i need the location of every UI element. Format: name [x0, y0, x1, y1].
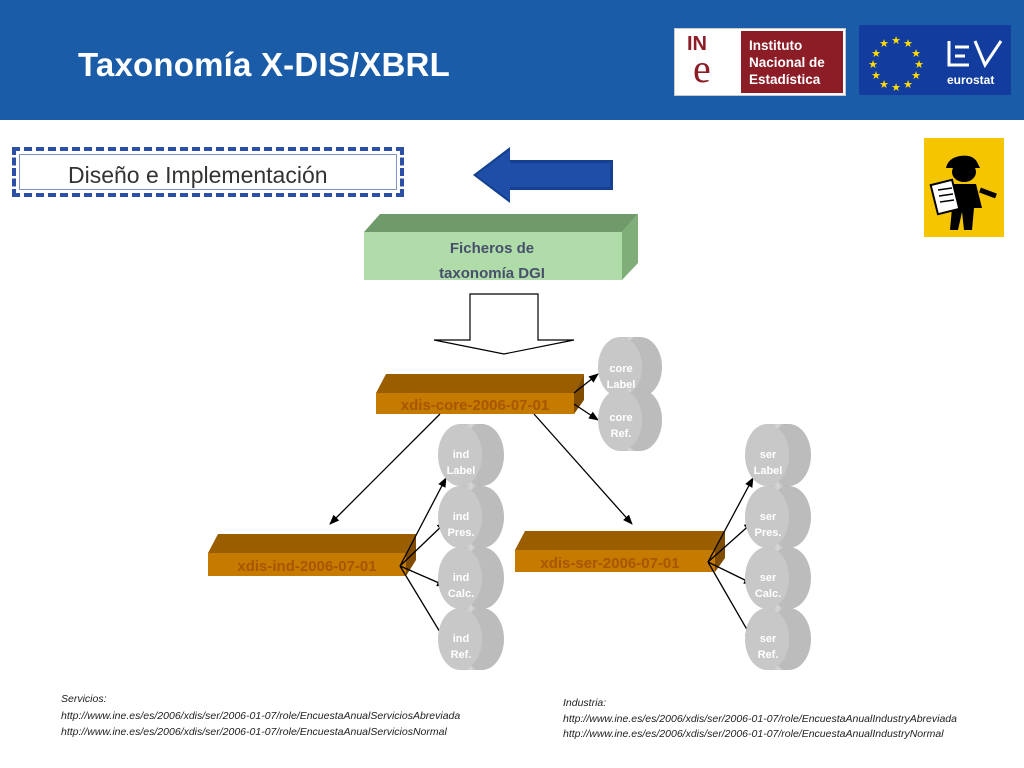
svg-text:★: ★: [868, 59, 878, 71]
industria-label: Industria:: [563, 697, 607, 709]
industria-url-abreviada[interactable]: http://www.ine.es/es/2006/xdis/ser/2006-…: [563, 712, 957, 725]
core-file-cylinders: [598, 337, 662, 451]
servicios-url-abreviada[interactable]: http://www.ine.es/es/2006/xdis/ser/2006-…: [61, 709, 461, 722]
svg-text:★: ★: [871, 70, 881, 82]
header-bar: Taxonomía X-DIS/XBRL IN e Instituto Naci…: [0, 0, 1024, 120]
connector-arrows: [329, 373, 754, 643]
eurostat-logo: ★ ★ ★ ★ ★ ★ ★ ★ ★ ★ ★ ★ eurostat: [859, 25, 1011, 95]
svg-text:★: ★: [911, 48, 921, 60]
servicios-label: Servicios:: [61, 693, 107, 705]
core-taxonomy-bar: [376, 374, 584, 414]
servicios-url-normal[interactable]: http://www.ine.es/es/2006/xdis/ser/2006-…: [61, 726, 447, 738]
slide-title: Taxonomía X-DIS/XBRL: [78, 46, 450, 83]
source-files-label: Ficheros de taxonomía DGI: [439, 240, 545, 282]
svg-text:★: ★: [871, 48, 881, 60]
industria-url-normal[interactable]: http://www.ine.es/es/2006/xdis/ser/2006-…: [563, 728, 944, 740]
core-taxonomy-label: xdis-core-2006-07-01: [400, 397, 550, 414]
svg-text:★: ★: [879, 79, 889, 91]
eurostat-wordmark: eurostat: [947, 73, 995, 87]
svg-text:★: ★: [891, 82, 901, 94]
ser-file-cylinders: [745, 424, 811, 670]
eu-flag-icon: ★ ★ ★ ★ ★ ★ ★ ★ ★ ★ ★ ★: [868, 35, 1003, 94]
ind-taxonomy-bar: [208, 534, 416, 576]
core-label-file: [598, 337, 662, 397]
ind-file-cylinders: [438, 424, 504, 670]
ine-wordmark: Instituto Nacional de Estadística: [741, 31, 843, 93]
svg-text:★: ★: [891, 35, 901, 47]
footer-industria: Industria: http://www.ine.es/es/2006/xdi…: [563, 696, 957, 743]
subtitle-box: Diseño e Implementación: [12, 147, 404, 197]
hollow-down-arrow: [433, 293, 575, 355]
core-ref-file: [598, 389, 662, 451]
arrow-left-icon: [473, 147, 613, 203]
ine-logo: IN e Instituto Nacional de Estadística: [674, 28, 846, 96]
footer-servicios: Servicios: http://www.ine.es/es/2006/xdi…: [61, 691, 460, 741]
subtitle: Diseño e Implementación: [68, 162, 328, 188]
ine-mark: IN e: [677, 31, 739, 93]
ser-taxonomy-bar: [515, 531, 725, 572]
svg-text:★: ★: [903, 79, 913, 91]
svg-text:★: ★: [911, 70, 921, 82]
svg-text:★: ★: [879, 38, 889, 50]
svg-text:★: ★: [903, 38, 913, 50]
source-files-box: [364, 214, 638, 280]
ind-taxonomy-label: xdis-ind-2006-07-01: [237, 558, 377, 575]
svg-text:★: ★: [914, 59, 924, 71]
ser-taxonomy-label: xdis-ser-2006-07-01: [540, 555, 680, 572]
worker-icon: [924, 138, 1004, 237]
